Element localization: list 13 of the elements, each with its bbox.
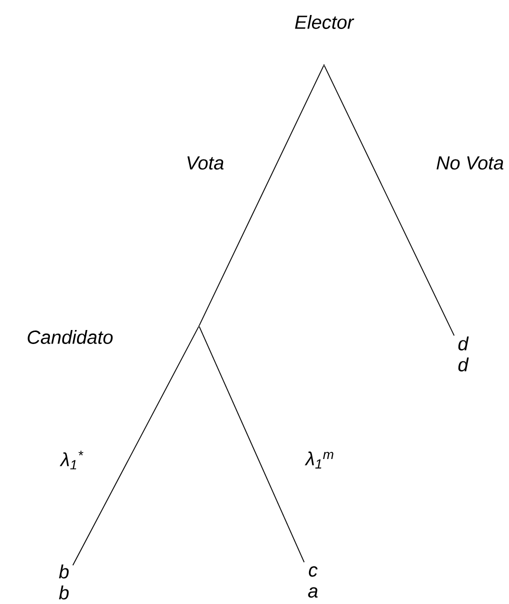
payoff-text: b b — [58, 564, 69, 600]
player-label: Elector — [295, 15, 354, 29]
edge-label: Vota — [187, 156, 224, 170]
branch-line — [198, 326, 305, 563]
branch-line — [324, 65, 455, 336]
edge-label: λ$_{1}$m — [304, 452, 334, 468]
payoff-text: d d — [458, 336, 469, 372]
payoff-text: c a — [308, 566, 318, 598]
branch-line — [198, 65, 324, 326]
edge-label: No Vota — [436, 156, 504, 170]
player-label: Candidato — [28, 330, 113, 344]
branch-line — [72, 326, 200, 566]
edge-label: λ$_{1}$* — [60, 450, 84, 470]
